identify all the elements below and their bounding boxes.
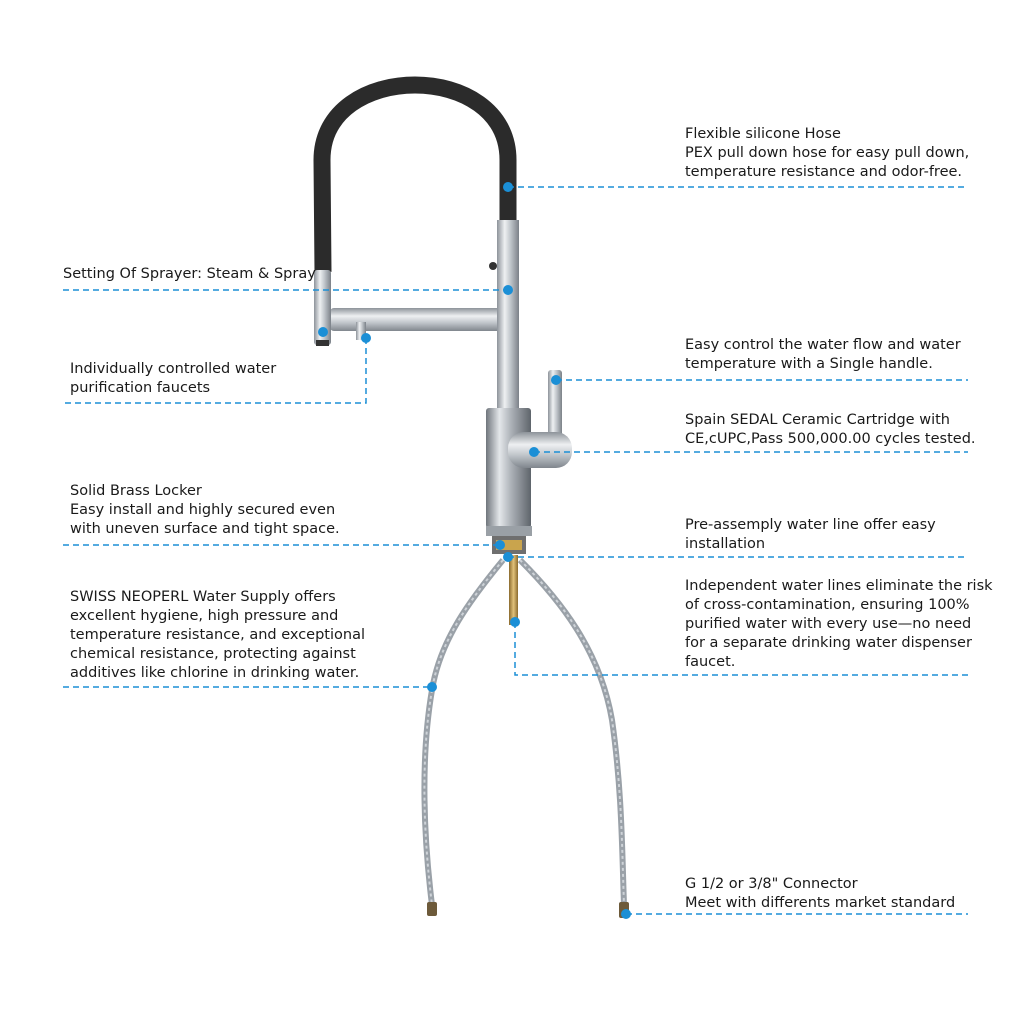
callout-cartridge: Spain SEDAL Ceramic Cartridge with CE,cU… [685,411,976,449]
callout-text: additives like chlorine in drinking wate… [70,665,360,681]
callout-independent: Independent water lines eliminate the ri… [685,577,993,672]
callout-text: Pre-assemply water line offer easy [685,517,936,533]
callout-text: installation [685,536,766,552]
callout-text: with uneven surface and tight space. [70,521,340,537]
callout-text: Meet with differents market standard [685,895,956,911]
cartridge-dot [529,447,539,457]
handle-dot [551,375,561,385]
waterline-dot [503,552,513,562]
sprayer-head [314,270,331,345]
callout-text: Independent water lines eliminate the ri… [685,578,993,594]
callout-sprayer: Setting Of Sprayer: Steam & Spray [63,265,316,284]
purification-dot [361,333,371,343]
callout-title: Flexible silicone Hose [685,126,841,142]
callout-locker: Solid Brass Locker Easy install and high… [70,482,340,539]
sprayer-head-dot [318,327,328,337]
faucet-column [497,220,519,415]
callout-text: temperature resistance, and exceptional [70,627,365,643]
brass-pipe [509,555,518,625]
hose-dot [503,182,513,192]
spout-arm [330,308,510,331]
purification-leader [63,338,367,404]
independent-dot [510,617,520,627]
callout-waterline: Pre-assemply water line offer easy insta… [685,516,936,554]
callout-connector: G 1/2 or 3/8" Connector Meet with differ… [685,875,955,913]
callout-text: purification faucets [70,380,211,396]
callout-text: faucet. [685,654,736,670]
spray-button-icon [489,262,497,270]
callout-title: Setting Of Sprayer: Steam & Spray [63,266,316,282]
handle-hub [508,432,572,468]
callout-neoperl: SWISS NEOPERL Water Supply offers excell… [70,588,365,683]
connector-dot [621,909,631,919]
locker-dot [495,540,505,550]
callout-text: Spain SEDAL Ceramic Cartridge with [685,412,950,428]
callout-text: of cross-contamination, ensuring 100% [685,597,970,613]
callout-text: SWISS NEOPERL Water Supply offers [70,589,336,605]
sprayer-dot [503,285,513,295]
independent-leader [514,622,968,676]
callout-text: Easy install and highly secured even [70,502,336,518]
callout-text: Easy control the water flow and water [685,337,961,353]
connector-left-icon [427,902,437,916]
callout-text: chemical resistance, protecting against [70,646,356,662]
callout-title: Solid Brass Locker [70,483,202,499]
callout-text: Individually controlled water [70,361,277,377]
callout-title: G 1/2 or 3/8" Connector [685,876,858,892]
callout-text: PEX pull down hose for easy pull down, [685,145,970,161]
callout-handle: Easy control the water flow and water te… [685,336,961,374]
callout-hose: Flexible silicone Hose PEX pull down hos… [685,125,969,182]
callout-text: purified water with every use—no need [685,616,972,632]
callout-text: CE,cUPC,Pass 500,000.00 cycles tested. [685,431,976,447]
callout-text: temperature with a Single handle. [685,356,933,372]
callout-text: excellent hygiene, high pressure and [70,608,339,624]
neoperl-dot [427,682,437,692]
callout-text: for a separate drinking water dispenser [685,635,972,651]
callout-text: temperature resistance and odor-free. [685,164,963,180]
callout-purification: Individually controlled water purificati… [70,360,276,398]
silicone-hose [313,76,517,273]
